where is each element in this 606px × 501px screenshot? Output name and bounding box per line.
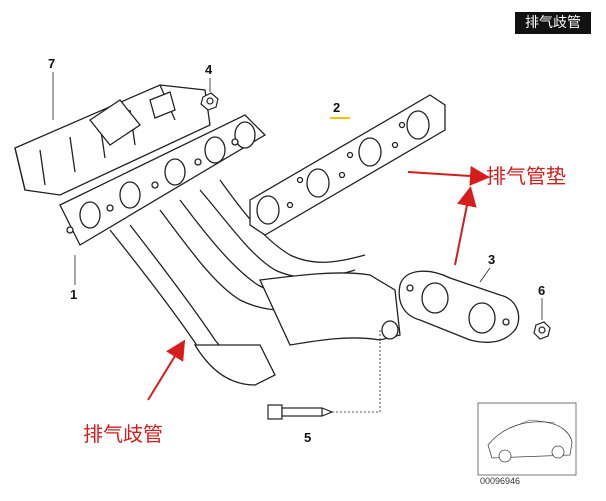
annotation-arrows (147, 165, 490, 401)
vehicle-thumbnail (477, 402, 577, 476)
manifold-label: 排气歧管 (83, 422, 163, 446)
part-number-3: 3 (488, 252, 496, 267)
gasket-label: 排气管垫 (486, 164, 566, 188)
flange-gasket (398, 270, 520, 343)
heat-shield (14, 84, 211, 196)
title-tag: 排气歧管 (515, 12, 591, 34)
manifold-gasket (249, 94, 446, 236)
bolt (267, 404, 334, 420)
leader-lines (52, 72, 543, 413)
reference-id: 00096946 (480, 476, 521, 486)
part-number-5: 5 (304, 430, 312, 445)
part-number-7: 7 (48, 56, 56, 71)
nut (200, 92, 219, 111)
part-number-2: 2 (333, 100, 341, 115)
part-number-1: 1 (70, 287, 78, 302)
part-number-6: 6 (538, 283, 546, 298)
part-number-4: 4 (205, 62, 213, 77)
nut (533, 321, 551, 340)
exhaust-manifold (59, 114, 401, 386)
